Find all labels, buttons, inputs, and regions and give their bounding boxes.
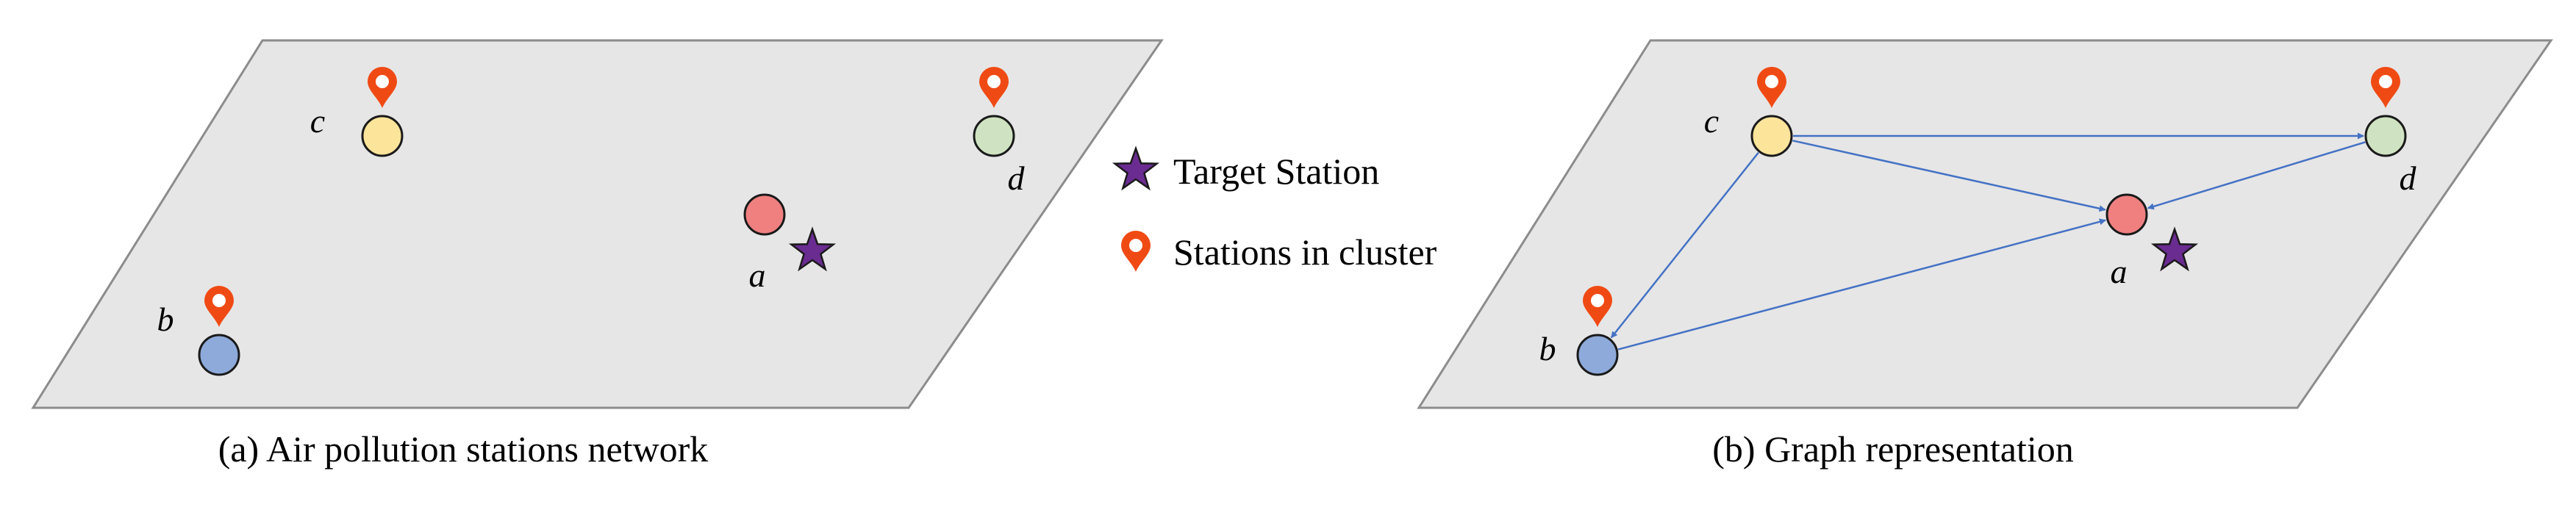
legend-target-label: Target Station xyxy=(1173,151,1379,192)
legend-pin-shape xyxy=(1121,231,1151,272)
station-label-b: b xyxy=(1539,330,1556,367)
station-circle-d xyxy=(973,115,1015,157)
station-pin-icon-c-hole xyxy=(1765,75,1778,88)
edge-d-to-a xyxy=(2147,141,2366,210)
station-pin-icon-b xyxy=(1583,286,1612,327)
edge-b-to-a xyxy=(1617,218,2106,350)
station-node-d: d xyxy=(2364,67,2417,197)
caption-b: (b) Graph representation xyxy=(1712,428,2073,470)
caption-a: (a) Air pollution stations network xyxy=(218,428,709,470)
panel-a-nodes: c d a b xyxy=(157,67,1026,376)
station-pin-icon-b-hole xyxy=(212,294,226,307)
station-node-b: b xyxy=(157,286,240,376)
station-pin-icon-d xyxy=(2371,67,2400,108)
legend-pin-icon xyxy=(1121,231,1151,272)
panel-a: c d a b (a) Air pollution stations network xyxy=(31,39,1164,470)
station-pin-icon-d-hole xyxy=(987,75,1001,88)
station-pin-icon-c xyxy=(368,67,397,108)
legend-cluster-label: Stations in cluster xyxy=(1173,231,1437,273)
station-node-d: d xyxy=(973,67,1026,197)
legend: Target Station Stations in cluster xyxy=(1112,145,1437,273)
edge-c-to-b xyxy=(1610,151,1759,339)
target-star-icon xyxy=(788,226,837,272)
plane-b xyxy=(1417,39,2553,409)
station-pin-icon-c-hole xyxy=(376,75,389,88)
station-pin-icon-b-hole xyxy=(1591,294,1604,307)
edge-c-to-a xyxy=(1792,140,2106,212)
panel-b: c d a b (b) Graph representation xyxy=(1417,39,2553,470)
station-label-a: a xyxy=(749,256,766,294)
legend-pin-shape-hole xyxy=(1129,239,1142,252)
station-label-d: d xyxy=(1008,159,1026,197)
station-node-b: b xyxy=(1539,286,1619,376)
station-label-d: d xyxy=(2400,159,2417,197)
target-star-icon xyxy=(2150,226,2199,272)
station-pin-icon-c xyxy=(1757,67,1786,108)
station-pin-icon-b xyxy=(204,286,234,327)
station-node-c: c xyxy=(310,67,404,157)
station-pin-icon-d xyxy=(979,67,1009,108)
legend-star-shape xyxy=(1112,145,1160,191)
station-circle-b xyxy=(1576,334,1619,376)
station-circle-c xyxy=(361,115,404,157)
station-circle-c xyxy=(1750,115,1793,157)
station-label-c: c xyxy=(310,102,325,140)
station-label-a: a xyxy=(2111,253,2128,290)
station-circle-a xyxy=(2105,193,2148,236)
station-label-b: b xyxy=(157,301,174,338)
plane-a xyxy=(31,39,1164,409)
station-circle-d xyxy=(2364,115,2407,157)
station-node-a: a xyxy=(2105,193,2199,290)
station-node-c: c xyxy=(1704,67,1793,157)
station-label-c: c xyxy=(1704,102,1719,140)
panel-b-edges xyxy=(1610,132,2366,350)
station-pin-icon-d-hole xyxy=(2379,75,2392,88)
panel-b-nodes: c d a b xyxy=(1539,67,2417,376)
legend-target-star-icon xyxy=(1112,145,1160,191)
station-circle-b xyxy=(198,334,240,376)
station-node-a: a xyxy=(743,193,837,294)
station-circle-a xyxy=(743,193,786,236)
